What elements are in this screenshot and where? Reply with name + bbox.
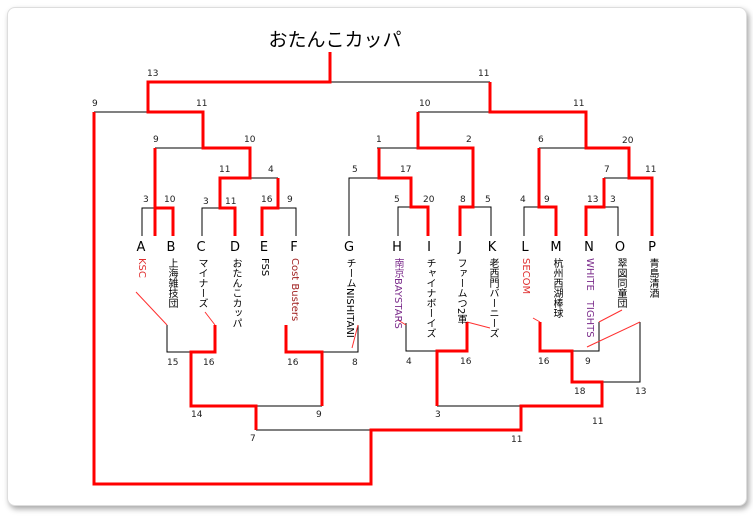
score: 11 [573, 99, 584, 109]
score: 13 [587, 195, 598, 205]
score: 9 [287, 195, 293, 205]
score: 18 [574, 387, 586, 397]
bottom-bracket-winner-path [92, 112, 604, 486]
score: 10 [419, 99, 431, 109]
score: 15 [167, 358, 178, 368]
team-name: FSS [259, 258, 270, 277]
score: 2 [466, 135, 472, 145]
team-letter: P [648, 240, 656, 255]
score: 9 [92, 99, 98, 109]
top-bracket-winner-path [146, 52, 654, 236]
score: 20 [622, 136, 634, 146]
team-name: 南京BAYSTARS [392, 258, 403, 329]
team-name: 老西門バーニーズ [487, 258, 498, 338]
score: 5 [394, 195, 400, 205]
score: 7 [250, 434, 256, 444]
team-name: 杭州西湖棒球 [551, 258, 562, 318]
score: 5 [352, 165, 358, 175]
team-name: ファームつ2軍 [455, 258, 466, 325]
score: 3 [143, 195, 149, 205]
team-name: 上海雑技団 [166, 258, 177, 308]
bottom-bracket-lines [135, 291, 641, 431]
team-letter: B [167, 240, 176, 255]
team-letter: M [550, 240, 561, 255]
team-letter: K [488, 240, 497, 255]
score: 10 [244, 135, 256, 145]
bottom-scores: 15 16 16 8 14 9 7 4 16 16 9 18 13 3 11 1… [167, 357, 646, 445]
score: 11 [219, 165, 230, 175]
score: 11 [478, 69, 489, 79]
score: 5 [485, 195, 491, 205]
score: 16 [460, 357, 472, 367]
score: 3 [435, 410, 441, 420]
team-letter: O [615, 240, 625, 255]
team-letter: A [137, 240, 146, 255]
team-name: WHITE TIGHTS [584, 258, 595, 338]
score: 3 [203, 197, 209, 207]
team-letter: D [230, 240, 240, 255]
bracket-panel [7, 7, 747, 506]
score: 11 [645, 165, 656, 175]
score: 11 [196, 99, 207, 109]
score: 6 [538, 135, 544, 145]
score: 9 [153, 135, 159, 145]
team-name: SECOM [520, 258, 531, 295]
score: 3 [610, 195, 616, 205]
score: 13 [147, 69, 158, 79]
team-letter: I [427, 240, 431, 255]
bracket-title: おたんこカッパ [268, 29, 401, 51]
team-name: チームNISHITANI [344, 258, 355, 338]
score: 4 [268, 165, 274, 175]
score: 14 [191, 410, 203, 420]
score: 8 [352, 358, 358, 368]
score: 1 [376, 135, 382, 145]
score: 11 [225, 197, 236, 207]
score: 4 [406, 357, 412, 367]
team-letter: G [344, 240, 354, 255]
team-letter: H [392, 240, 402, 255]
score: 16 [287, 358, 299, 368]
score: 16 [261, 195, 273, 205]
score: 4 [520, 195, 526, 205]
score: 11 [511, 435, 522, 445]
team-letter: C [196, 240, 205, 255]
team-name: 青島清酒 [647, 258, 658, 298]
score: 13 [635, 387, 646, 397]
score: 11 [592, 417, 603, 427]
team-letter: L [521, 240, 529, 255]
team-name: Cost Busters [289, 258, 300, 322]
score: 17 [400, 165, 411, 175]
top-scores: 13 11 9 11 10 11 9 10 1 2 6 20 11 4 5 17… [92, 69, 656, 207]
score: 9 [316, 410, 322, 420]
team-letter: N [584, 240, 594, 255]
score: 10 [164, 195, 176, 205]
top-bracket-lines [94, 81, 629, 236]
team-letter: J [457, 240, 462, 255]
team-name: おたんこカッパ [230, 258, 241, 328]
team-letter: E [260, 240, 268, 255]
team-name: チャイナボーイズ [424, 258, 435, 338]
score: 16 [203, 358, 215, 368]
team-name: 翠図同童団 [615, 258, 626, 308]
score: 9 [585, 357, 591, 367]
team-name: マイナーズ [196, 258, 207, 308]
team-letter: F [290, 240, 297, 255]
score: 8 [460, 195, 466, 205]
score: 16 [538, 357, 550, 367]
score: 9 [544, 195, 550, 205]
score: 20 [423, 195, 435, 205]
team-name: KSC [136, 258, 147, 278]
score: 7 [604, 165, 610, 175]
team-letters: A B C D E F G H I J K L M N O P [137, 240, 657, 255]
